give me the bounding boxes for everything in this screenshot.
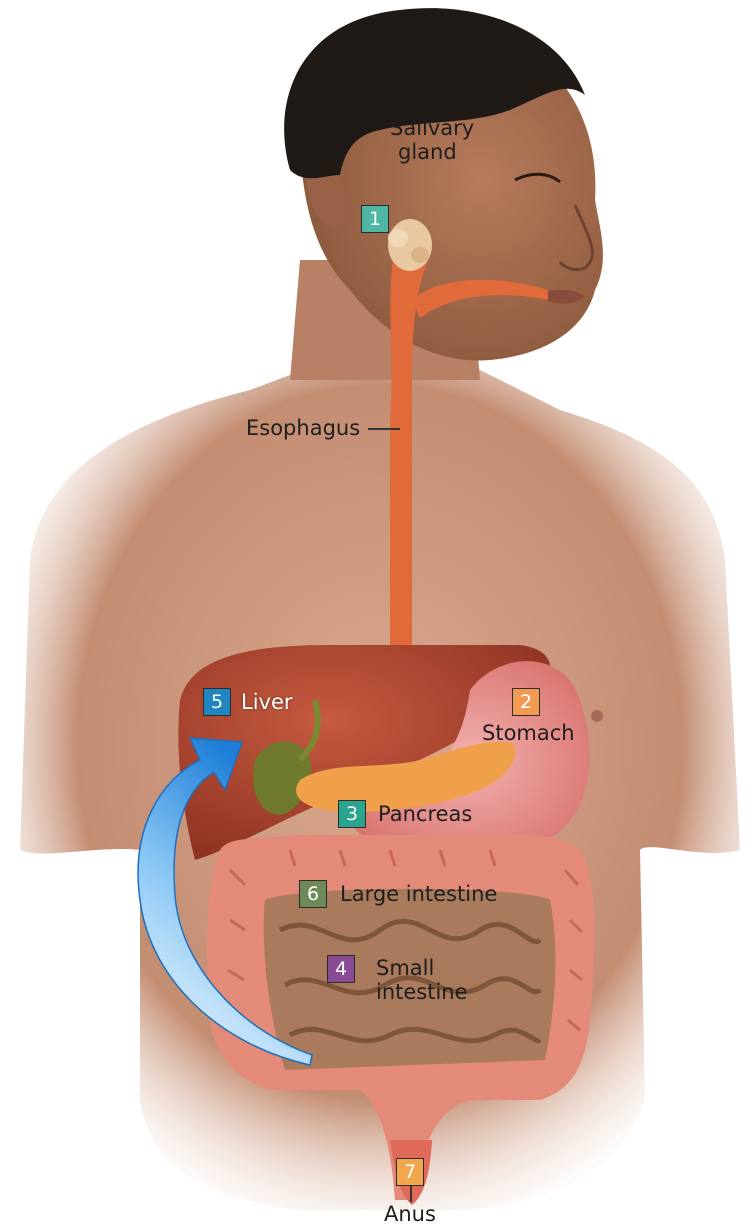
badge-7: 7 [396, 1158, 424, 1186]
badge-1: 1 [361, 205, 389, 233]
badge-5: 5 [203, 688, 231, 716]
stomach-label: Stomach [482, 721, 575, 745]
small-intestine-label: Small intestine [376, 956, 468, 1004]
badge-6: 6 [299, 880, 327, 908]
badge-3: 3 [338, 800, 366, 828]
salivary-gland-label: Salivary gland [390, 116, 474, 164]
esophagus-label: Esophagus [246, 416, 360, 440]
pancreas-label: Pancreas [378, 802, 472, 826]
badge-2: 2 [512, 688, 540, 716]
anus-leader-line [410, 1186, 412, 1202]
large-intestine-label: Large intestine [340, 882, 497, 906]
anus-label: Anus [384, 1202, 436, 1226]
esophagus-leader-line [368, 428, 400, 430]
badge-4: 4 [327, 955, 355, 983]
liver-label: Liver [241, 690, 293, 714]
